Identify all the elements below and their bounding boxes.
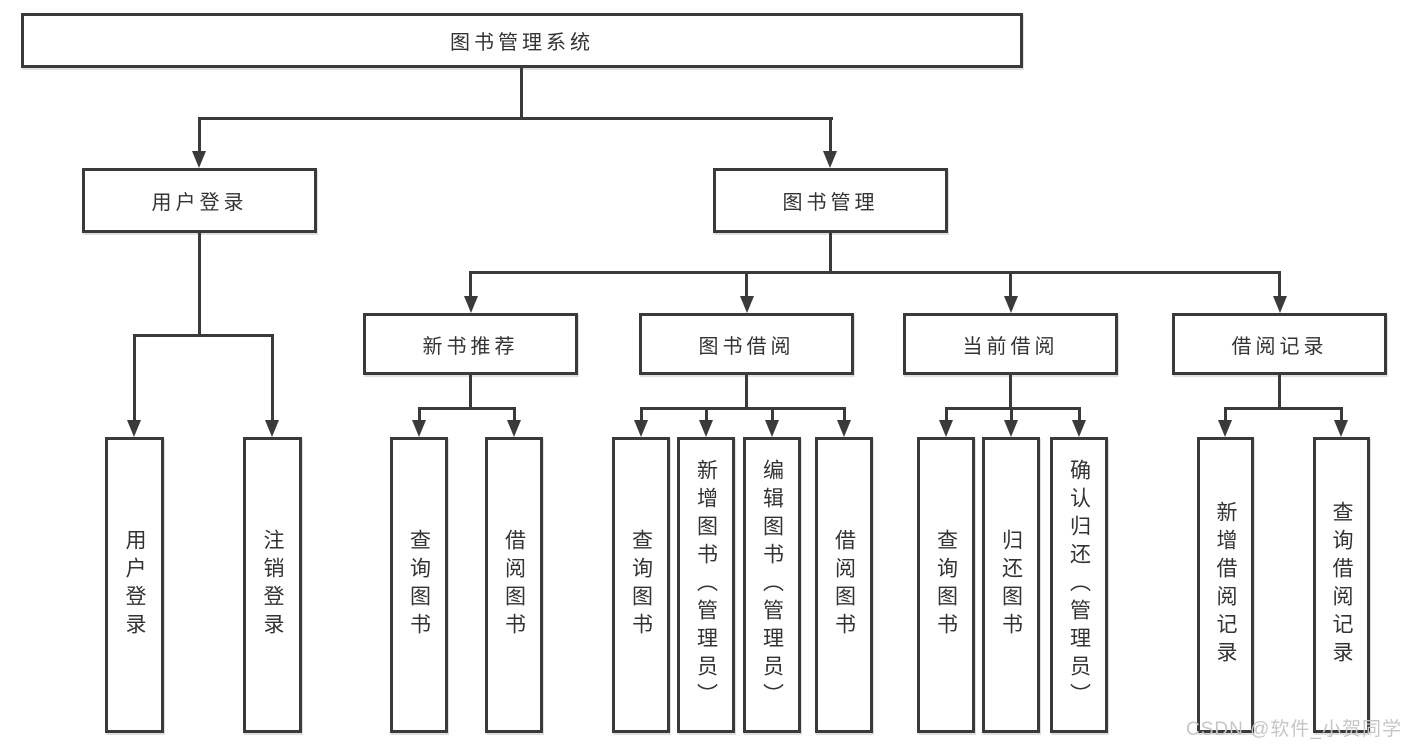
arrowhead-down-icon xyxy=(699,420,713,437)
leaf-current-query-book: 查询图书 xyxy=(917,437,975,733)
leaf-confirm-return-admin-label: 确认归还（管理员） xyxy=(1067,459,1091,711)
leaf-return-book-label: 归还图书 xyxy=(999,529,1023,641)
connector-vline xyxy=(829,233,832,274)
connector-hline xyxy=(198,117,833,120)
arrowhead-down-icon xyxy=(939,420,953,437)
leaf-newbook-query-book: 查询图书 xyxy=(390,437,448,733)
arrowhead-down-icon xyxy=(464,296,478,313)
connector-vline xyxy=(1010,407,1013,422)
leaf-current-query-book-label: 查询图书 xyxy=(934,529,958,641)
node-new-book-recommend-label: 新书推荐 xyxy=(422,335,519,358)
leaf-user-login: 用户登录 xyxy=(105,437,164,733)
arrowhead-down-icon xyxy=(1004,296,1018,313)
connector-hline xyxy=(418,407,516,410)
connector-vline xyxy=(198,233,201,337)
leaf-query-borrow-record: 查询借阅记录 xyxy=(1313,437,1370,733)
leaf-edit-book-admin: 编辑图书（管理员） xyxy=(743,437,801,733)
node-book-management-label: 图书管理 xyxy=(782,192,879,214)
leaf-logout: 注销登录 xyxy=(243,437,302,733)
node-user-login: 用户登录 xyxy=(82,168,317,233)
connector-vline xyxy=(1009,271,1012,298)
connector-vline xyxy=(1278,271,1281,298)
connector-vline xyxy=(640,407,643,422)
connector-vline xyxy=(513,407,516,422)
connector-vline xyxy=(271,334,274,422)
leaf-newbook-borrow-book-label: 借阅图书 xyxy=(502,529,526,641)
leaf-borrow-query-book: 查询图书 xyxy=(612,437,670,733)
node-current-borrow-label: 当前借阅 xyxy=(962,335,1059,358)
leaf-query-borrow-record-label: 查询借阅记录 xyxy=(1330,501,1353,669)
connector-hline xyxy=(133,334,274,337)
arrowhead-down-icon xyxy=(765,420,779,437)
node-borrow-record-label: 借阅记录 xyxy=(1231,335,1328,358)
connector-vline xyxy=(745,375,748,410)
connector-vline xyxy=(1278,375,1281,410)
leaf-user-login-label: 用户登录 xyxy=(123,529,146,641)
leaf-add-book-admin-label: 新增图书（管理员） xyxy=(694,459,718,711)
arrowhead-down-icon xyxy=(507,420,521,437)
leaf-add-borrow-record-label: 新增借阅记录 xyxy=(1214,501,1237,669)
arrowhead-down-icon xyxy=(1004,420,1018,437)
arrowhead-down-icon xyxy=(837,420,851,437)
arrowhead-down-icon xyxy=(1218,420,1232,437)
arrowhead-down-icon xyxy=(1273,296,1287,313)
arrowhead-down-icon xyxy=(634,420,648,437)
node-root: 图书管理系统 xyxy=(21,13,1023,68)
connector-vline xyxy=(771,407,774,422)
connector-vline xyxy=(418,407,421,422)
connector-vline xyxy=(469,375,472,410)
leaf-borrow-borrow-book: 借阅图书 xyxy=(815,437,873,733)
node-current-borrow: 当前借阅 xyxy=(903,313,1118,375)
arrowhead-down-icon xyxy=(265,420,279,437)
node-book-borrow: 图书借阅 xyxy=(639,313,854,375)
node-book-management: 图书管理 xyxy=(713,168,948,233)
arrowhead-down-icon xyxy=(127,420,141,437)
connector-vline xyxy=(1009,375,1012,410)
leaf-borrow-query-book-label: 查询图书 xyxy=(629,529,653,641)
node-user-login-label: 用户登录 xyxy=(151,192,248,214)
connector-hline xyxy=(640,407,845,410)
connector-vline xyxy=(520,68,523,120)
connector-vline xyxy=(133,334,136,422)
connector-hline xyxy=(469,271,1281,274)
connector-vline xyxy=(1340,407,1343,422)
arrowhead-down-icon xyxy=(1072,420,1086,437)
node-book-borrow-label: 图书借阅 xyxy=(698,335,795,358)
connector-vline xyxy=(705,407,708,422)
connector-hline xyxy=(1224,407,1342,410)
arrowhead-down-icon xyxy=(823,151,837,168)
arrowhead-down-icon xyxy=(740,296,754,313)
leaf-borrow-borrow-book-label: 借阅图书 xyxy=(832,529,856,641)
arrowhead-down-icon xyxy=(412,420,426,437)
leaf-confirm-return-admin: 确认归还（管理员） xyxy=(1050,437,1108,733)
connector-vline xyxy=(1078,407,1081,422)
connector-vline xyxy=(745,271,748,298)
arrowhead-down-icon xyxy=(1334,420,1348,437)
node-new-book-recommend: 新书推荐 xyxy=(363,313,578,375)
connector-vline xyxy=(1224,407,1227,422)
connector-vline xyxy=(843,407,846,422)
connector-vline xyxy=(469,271,472,298)
leaf-add-book-admin: 新增图书（管理员） xyxy=(677,437,735,733)
leaf-logout-label: 注销登录 xyxy=(261,529,284,641)
node-borrow-record: 借阅记录 xyxy=(1172,313,1387,375)
leaf-newbook-query-book-label: 查询图书 xyxy=(407,529,431,641)
leaf-newbook-borrow-book: 借阅图书 xyxy=(485,437,543,733)
arrowhead-down-icon xyxy=(192,151,206,168)
leaf-add-borrow-record: 新增借阅记录 xyxy=(1197,437,1254,733)
node-root-label: 图书管理系统 xyxy=(450,32,594,54)
connector-vline xyxy=(945,407,948,422)
leaf-edit-book-admin-label: 编辑图书（管理员） xyxy=(760,459,784,711)
leaf-return-book: 归还图书 xyxy=(982,437,1040,733)
connector-vline xyxy=(829,117,832,153)
csdn-watermark: CSDN @软件_小贺同学 xyxy=(1186,719,1402,740)
connector-vline xyxy=(198,117,201,153)
